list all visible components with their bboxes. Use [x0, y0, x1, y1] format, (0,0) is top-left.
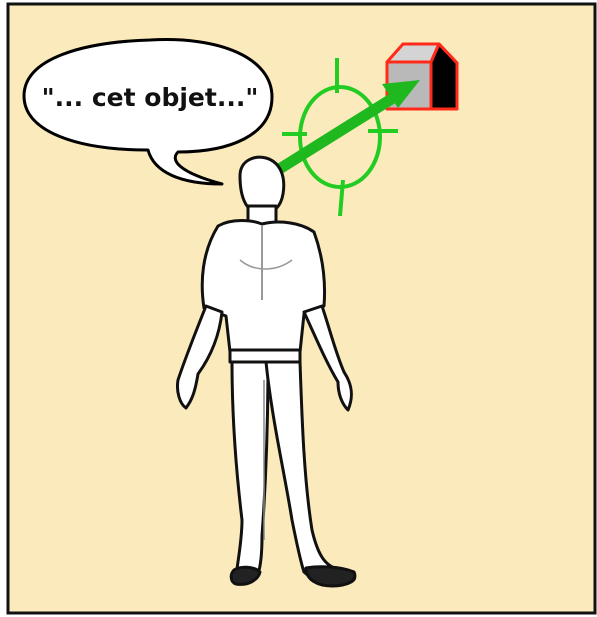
speech-bubble-text: "... cet objet..." [42, 83, 259, 112]
